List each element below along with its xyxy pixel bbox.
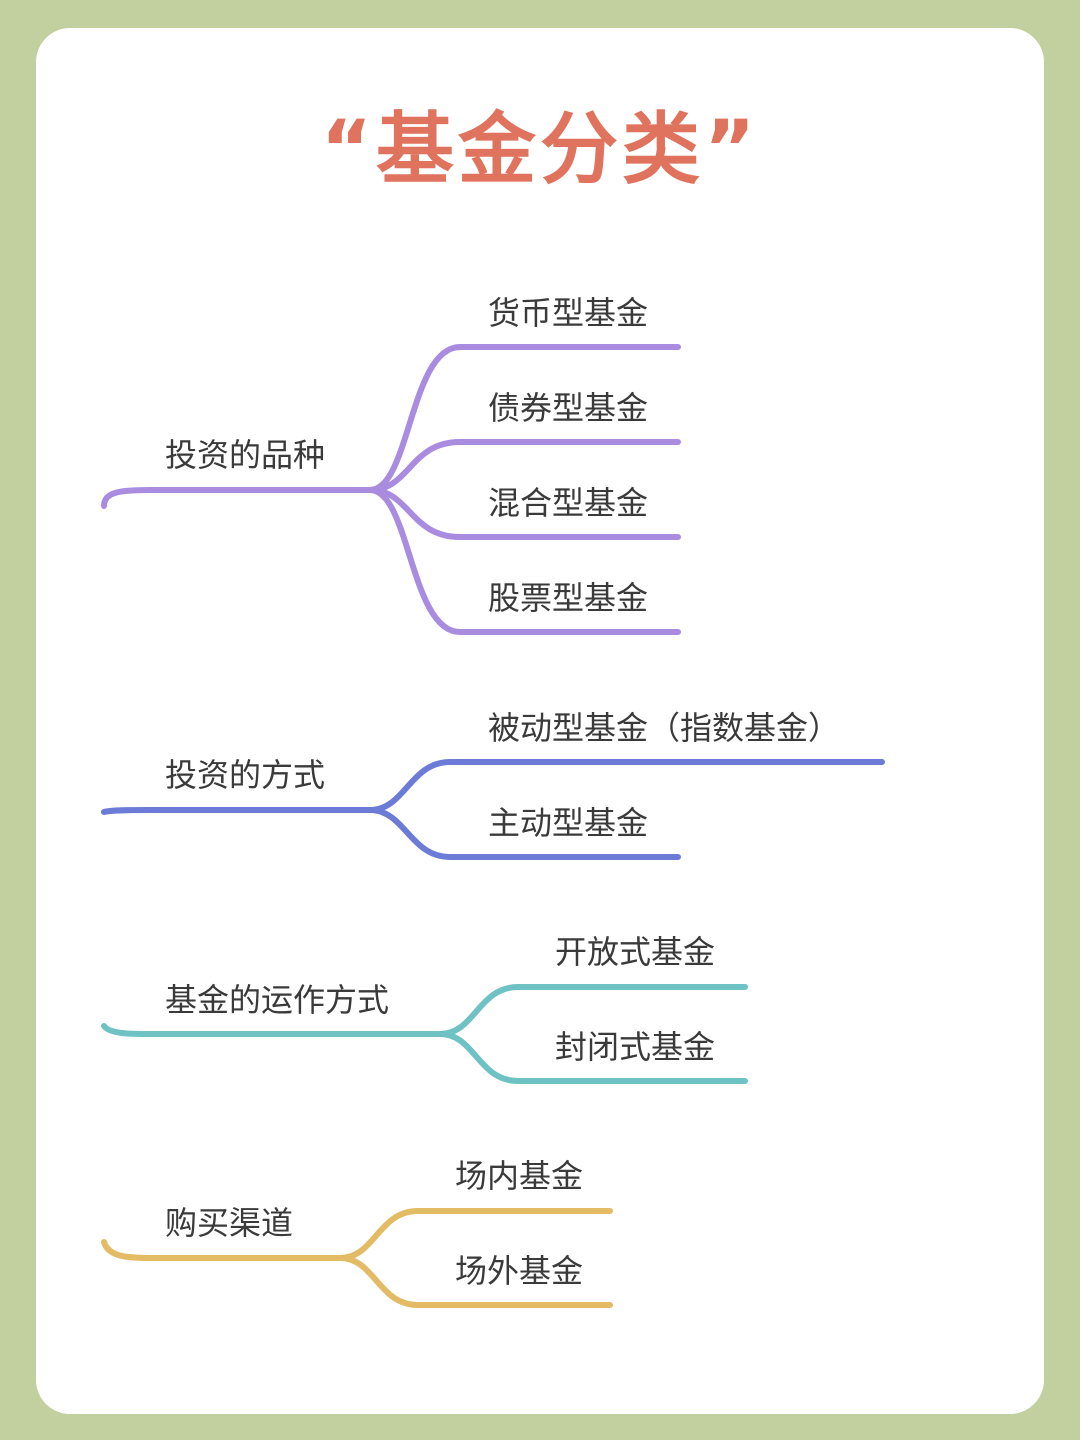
sub-branch-stock [367,487,681,635]
sub-branch-exchange [337,1208,613,1261]
sub-branch-closed [437,1031,748,1084]
main-branch-channel [101,1239,343,1261]
leaf-label-bond-fund: 债券型基金 [488,389,649,427]
sub-branch-money [367,344,681,493]
main-branch-method [101,807,373,815]
sub-branch-active [367,807,681,860]
main-branch-operation [101,1023,443,1037]
leaf-label-money-fund: 货币型基金 [488,294,649,332]
main-branch-variety [101,487,373,509]
leaf-label-closed-fund: 封闭式基金 [555,1028,716,1066]
sub-branch-otc [337,1255,613,1308]
group-label-method: 投资的方式 [165,756,326,794]
content-card [36,28,1044,1414]
branch-group-method [101,759,885,860]
leaf-label-passive-fund: 被动型基金（指数基金） [488,709,841,747]
branch-group-channel [101,1208,613,1308]
leaf-label-open-fund: 开放式基金 [555,933,716,971]
sub-branch-passive [367,759,885,813]
leaf-label-mixed-fund: 混合型基金 [488,484,649,522]
leaf-label-exchange-fund: 场内基金 [455,1157,584,1195]
sub-branch-bond [367,439,681,493]
branch-group-operation [101,984,748,1084]
page-title: “基金分类” [320,105,760,195]
branch-group-variety [101,344,681,635]
leaf-label-stock-fund: 股票型基金 [488,579,649,617]
group-label-variety: 投资的品种 [165,436,326,474]
group-label-operation: 基金的运作方式 [165,981,390,1019]
sub-branch-open [437,984,748,1037]
leaf-label-active-fund: 主动型基金 [488,804,649,842]
leaf-label-otc-fund: 场外基金 [455,1252,584,1290]
group-label-channel: 购买渠道 [165,1204,294,1242]
